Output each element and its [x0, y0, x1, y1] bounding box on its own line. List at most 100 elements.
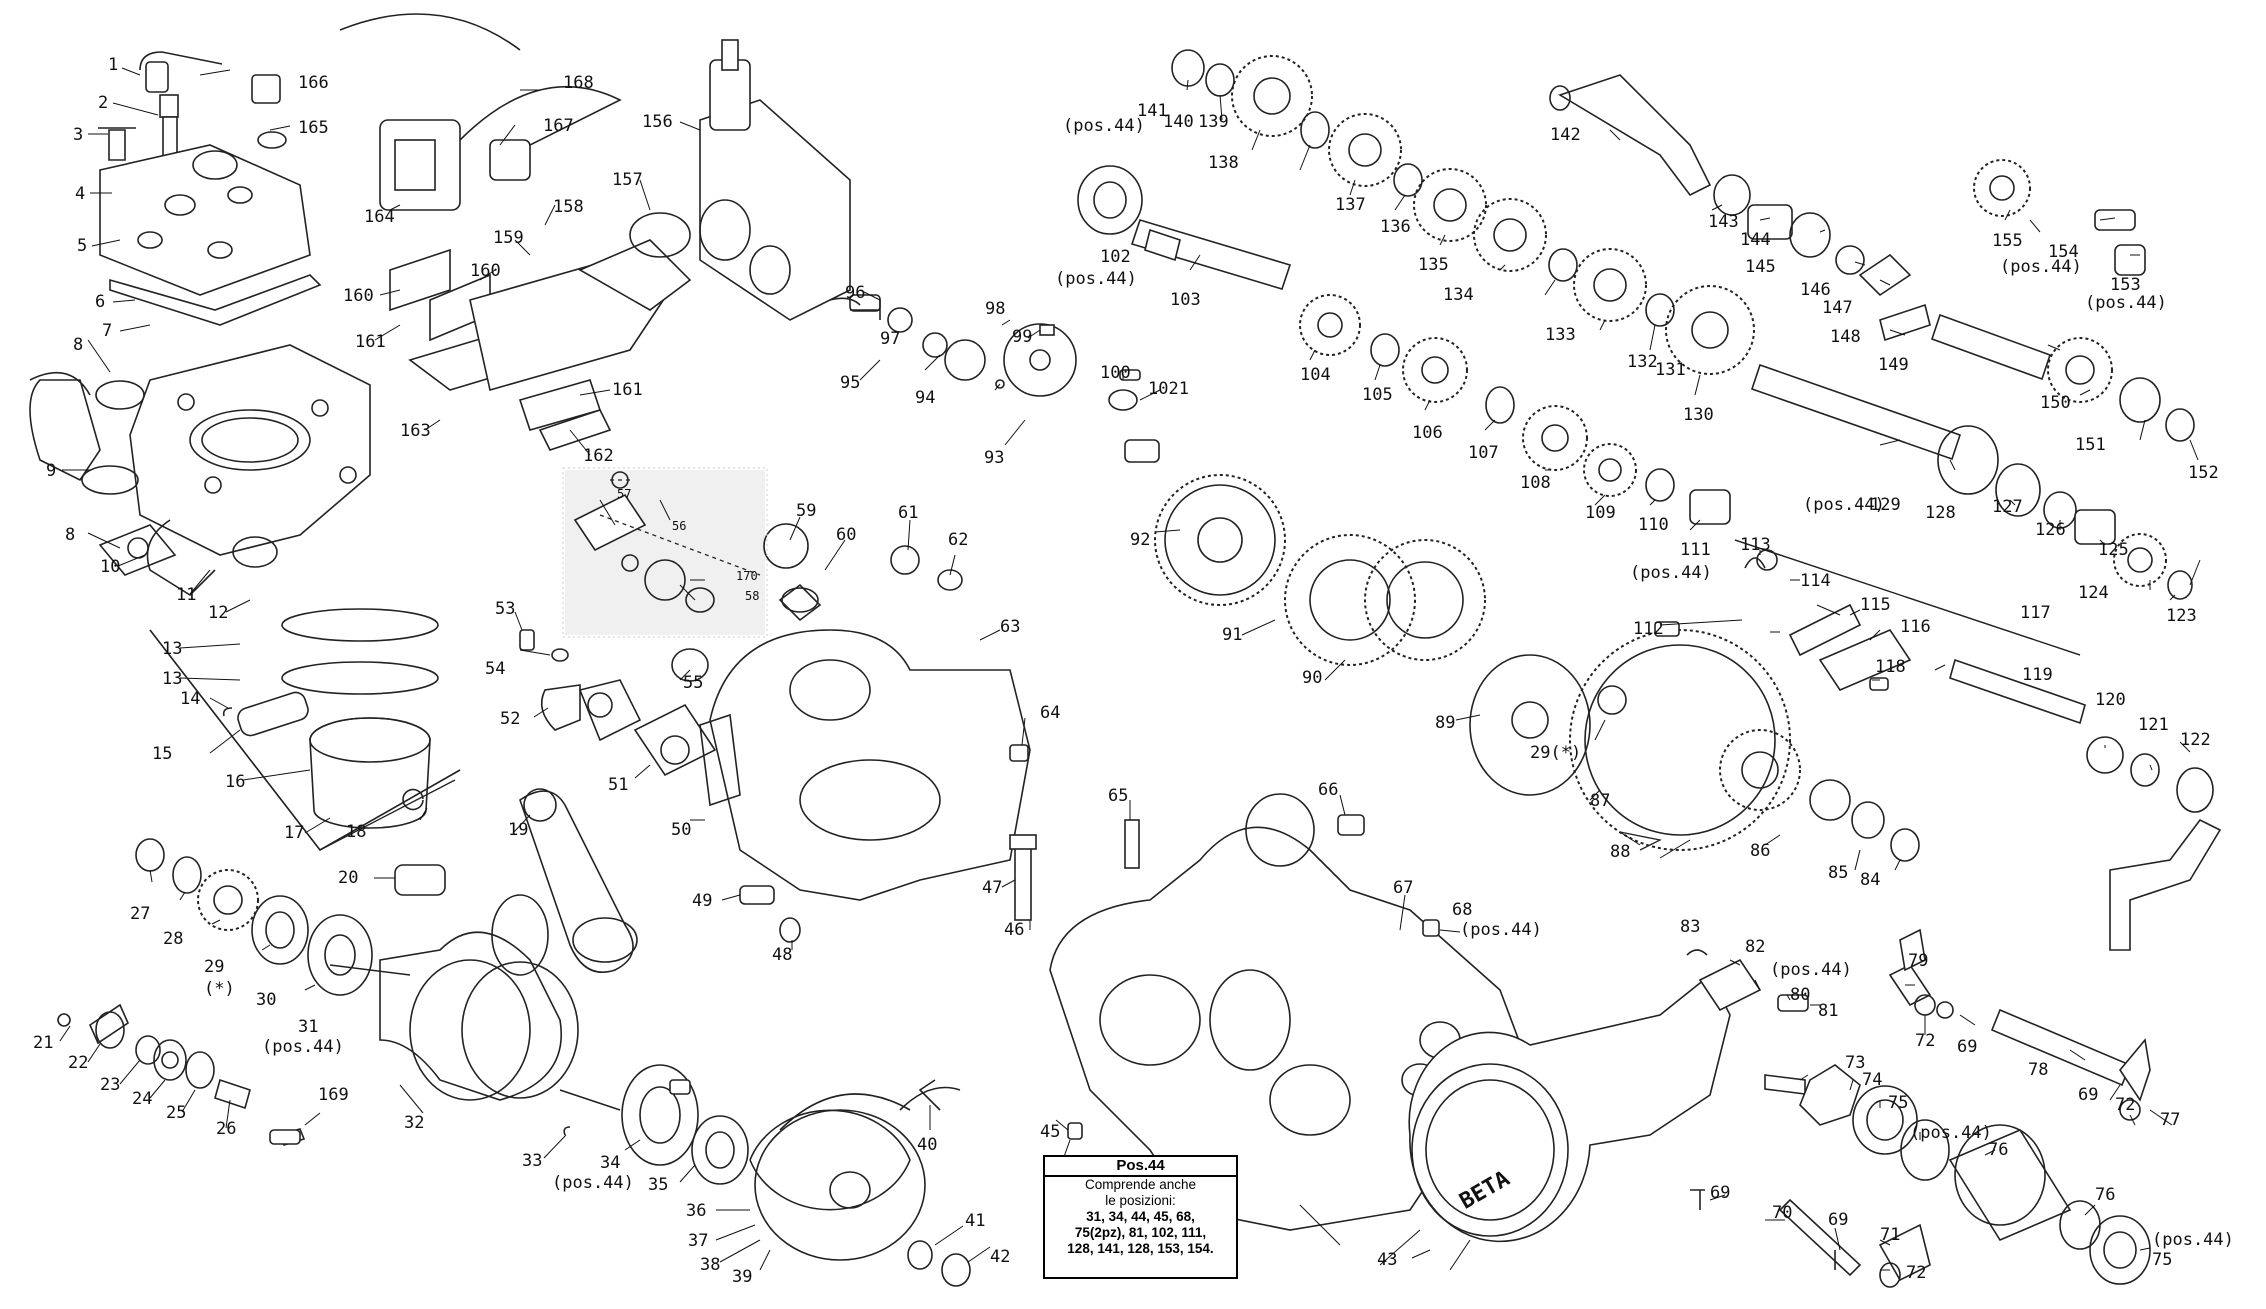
part-label: 5 [77, 236, 87, 256]
part-label: 84 [1860, 870, 1880, 890]
part-label: 22 [68, 1053, 88, 1073]
part-label: 104 [1300, 365, 1331, 385]
part-label: 107 [1468, 443, 1499, 463]
part-label: 116 [1900, 617, 1931, 637]
part-label: (pos.44) [262, 1037, 344, 1057]
part-label: 85 [1828, 863, 1848, 883]
part-label: 4 [75, 184, 85, 204]
part-label: 73 [1845, 1053, 1865, 1073]
part-label: 148 [1830, 327, 1861, 347]
part-label: 8 [73, 335, 83, 355]
part-label: 118 [1875, 657, 1906, 677]
part-label: 65 [1108, 786, 1128, 806]
part-label: 106 [1412, 423, 1443, 443]
part-label: 166 [298, 73, 329, 93]
part-label: 81 [1818, 1001, 1838, 1021]
part-label: (pos.44) [1910, 1123, 1992, 1143]
part-label: 112 [1633, 619, 1664, 639]
part-label: 13 [162, 639, 182, 659]
part-label: 58 [745, 589, 759, 603]
part-label: 1 [108, 55, 118, 75]
part-label: 135 [1418, 255, 1449, 275]
part-label: 23 [100, 1075, 120, 1095]
part-label: 6 [95, 292, 105, 312]
part-label: 169 [318, 1085, 349, 1105]
note-body: 31, 34, 44, 45, 68, 75(2pz), 81, 102, 11… [1045, 1209, 1236, 1257]
part-label: 113 [1740, 535, 1771, 555]
part-label: 29(*) [1530, 743, 1581, 763]
part-label: 16 [225, 772, 245, 792]
part-label: 136 [1380, 217, 1411, 237]
part-label: 51 [608, 775, 628, 795]
part-label: 92 [1130, 530, 1150, 550]
part-label: 105 [1362, 385, 1393, 405]
note-subtitle-line: Comprende anche [1084, 1177, 1197, 1192]
part-label: 130 [1683, 405, 1714, 425]
part-label: 76 [2095, 1185, 2115, 1205]
part-label: 69 [2078, 1085, 2098, 1105]
part-label: 150 [2040, 393, 2071, 413]
part-label: (pos.44) [1063, 116, 1145, 136]
part-label: 151 [2075, 435, 2106, 455]
part-label: 80 [1790, 985, 1810, 1005]
part-label: 2 [98, 93, 108, 113]
part-label: 133 [1545, 325, 1576, 345]
part-label: 154 [2048, 242, 2079, 262]
part-label: 78 [2028, 1060, 2048, 1080]
part-label: 1021 [1148, 379, 1189, 399]
part-label: (pos.44) [552, 1173, 634, 1193]
note-body-line: 75(2pz), 81, 102, 111, [1074, 1225, 1207, 1240]
part-label: 158 [553, 197, 584, 217]
part-label: 144 [1740, 230, 1771, 250]
part-label: 138 [1208, 153, 1239, 173]
part-label: 120 [2095, 690, 2126, 710]
part-label: 32 [404, 1113, 424, 1133]
part-label: 140 [1163, 112, 1194, 132]
part-label: 95 [840, 373, 860, 393]
part-label: 155 [1992, 231, 2023, 251]
part-label: 97 [880, 329, 900, 349]
part-label: 109 [1585, 503, 1616, 523]
part-label: 91 [1222, 625, 1242, 645]
part-label: (pos.44) [2000, 257, 2082, 277]
part-label: 74 [1862, 1070, 1882, 1090]
leader-lines [59, 67, 2201, 1271]
part-label: 12 [208, 603, 228, 623]
part-label: 68 [1452, 900, 1472, 920]
part-label: 48 [772, 945, 792, 965]
part-label: 40 [917, 1135, 937, 1155]
part-label: (pos.44) [1770, 960, 1852, 980]
note-subtitle: Comprende anche le posizioni: [1045, 1177, 1236, 1209]
part-label: 37 [688, 1231, 708, 1251]
part-label: 71 [1880, 1225, 1900, 1245]
part-label: 143 [1708, 212, 1739, 232]
part-label: 75 [2152, 1250, 2172, 1270]
part-label: 18 [346, 822, 366, 842]
part-label: 20 [338, 868, 358, 888]
part-label: 160 [470, 261, 501, 281]
part-label: 99 [1012, 327, 1032, 347]
part-label: 129 [1870, 495, 1901, 515]
part-label: 25 [166, 1103, 186, 1123]
part-label: 9 [46, 461, 56, 481]
part-label: (pos.44) [2152, 1230, 2234, 1250]
part-label: 127 [1992, 497, 2023, 517]
part-label: 75 [1888, 1093, 1908, 1113]
part-label: 55 [683, 673, 703, 693]
part-label: 45 [1040, 1122, 1060, 1142]
part-label: 69 [1957, 1037, 1977, 1057]
part-label: 87 [1590, 791, 1610, 811]
part-label: 10 [100, 557, 120, 577]
part-label: 96 [845, 283, 865, 303]
part-label: 34 [600, 1153, 620, 1173]
part-label: 161 [355, 332, 386, 352]
part-label: 121 [2138, 715, 2169, 735]
part-label: 42 [990, 1247, 1010, 1267]
part-label: 114 [1800, 571, 1831, 591]
part-label: 82 [1745, 937, 1765, 957]
pos44-note-box: Pos.44 Comprende anche le posizioni: 31,… [1043, 1155, 1238, 1279]
part-label: 14 [180, 689, 200, 709]
part-label: 111 [1680, 540, 1711, 560]
note-title: Pos.44 [1045, 1157, 1236, 1177]
part-label: 90 [1302, 668, 1322, 688]
